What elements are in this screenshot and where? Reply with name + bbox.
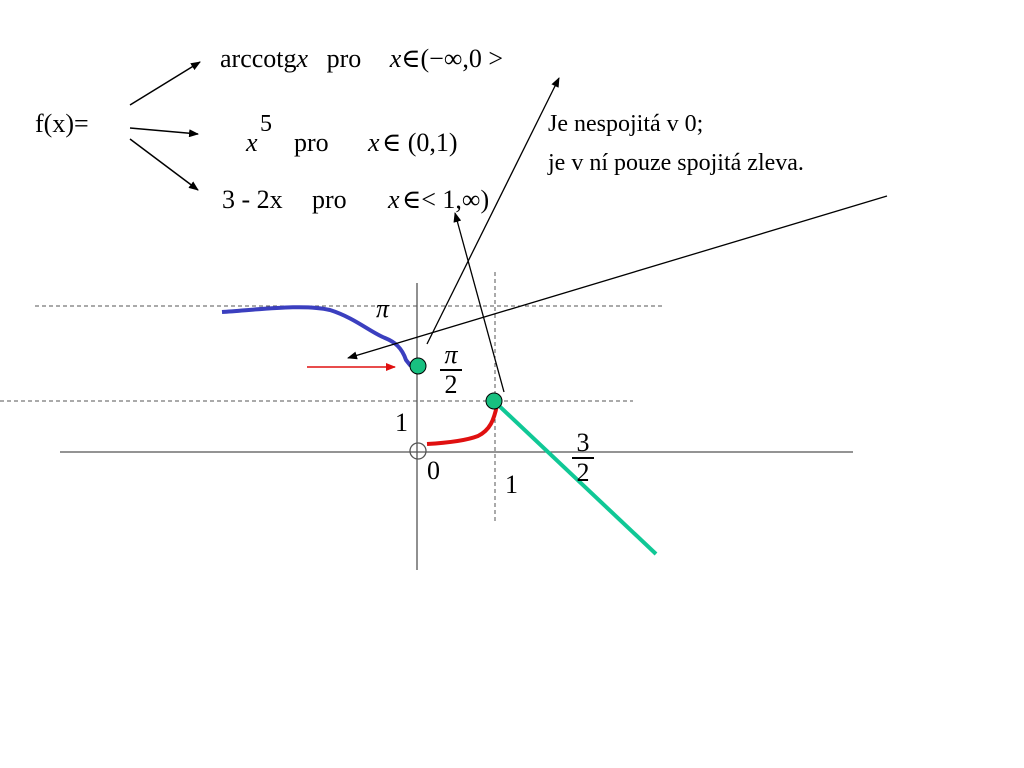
fx-label: f(x)= [35, 109, 89, 138]
branch-arrow-3 [129, 138, 199, 191]
origin-open-circle [409, 442, 427, 460]
note-line-1: Je nespojitá v 0; [548, 111, 704, 137]
pi-half-numerator: π [444, 340, 458, 369]
label-pi: π [376, 294, 390, 323]
arccotg-curve [221, 305, 417, 369]
arrow-from-note [347, 195, 888, 360]
case2-var2: x [368, 128, 380, 157]
case3-var2: x [388, 185, 400, 214]
note-line-2: je v ní pouze spojitá zleva. [548, 150, 804, 176]
case2-base: x [246, 128, 258, 157]
label-pi-half: π 2 [440, 342, 462, 398]
branch-arrow-1 [129, 61, 201, 106]
label-three-half: 3 2 [572, 430, 594, 486]
case1-func: arccotg [220, 44, 297, 73]
case1-pro: pro [326, 44, 362, 73]
three-half-numerator: 3 [576, 428, 590, 457]
case2-exponent: 5 [260, 111, 272, 137]
case3-interval: ∈< 1,∞) [402, 185, 490, 214]
label-zero: 0 [427, 456, 440, 485]
three-half-denominator: 2 [576, 458, 590, 487]
point-pi-half [409, 357, 427, 375]
case1-var2: x [389, 44, 402, 73]
linear-curve [493, 400, 658, 556]
power-curve [426, 404, 499, 446]
arrow-to-case1 [426, 77, 560, 345]
case1-interval: ∈(−∞,0 > [401, 44, 504, 73]
branch-arrow-2 [129, 127, 199, 138]
three-half-bar [572, 457, 594, 459]
pi-half-denominator: 2 [444, 370, 458, 399]
case3-expr: 3 - 2x [222, 185, 283, 214]
case2-pro: pro [294, 128, 329, 157]
case2-interval: ∈ (0,1) [382, 128, 458, 157]
case1-var: x [296, 44, 309, 73]
case3-pro: pro [312, 185, 347, 214]
pi-half-bar [440, 369, 462, 371]
arrow-to-case3 [453, 212, 505, 393]
label-one-x: 1 [505, 470, 518, 499]
point-one-one [485, 392, 503, 410]
case1-row: arccotgx pro x∈(−∞,0 > [220, 46, 503, 72]
label-one-y: 1 [395, 408, 408, 437]
